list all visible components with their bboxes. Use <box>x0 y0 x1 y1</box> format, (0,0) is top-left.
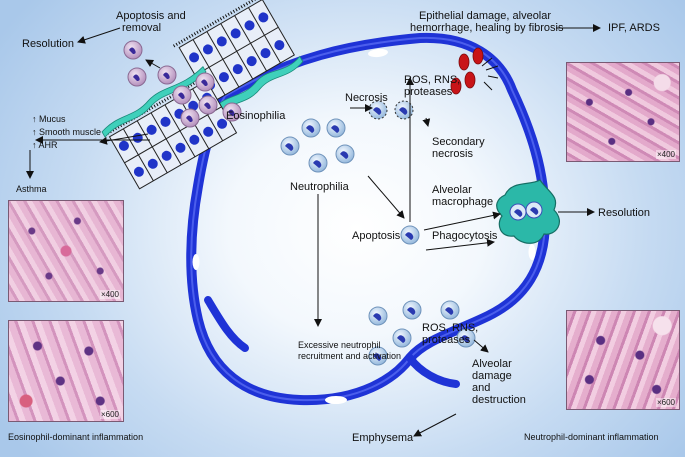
label-emphysema: Emphysema <box>352 432 414 444</box>
label-smooth-muscle: ↑ Smooth muscle <box>32 127 102 137</box>
label-eosinophilia: Eosinophilia <box>226 110 286 122</box>
wall-pore <box>192 254 200 270</box>
label-resolution-left: Resolution <box>22 38 74 50</box>
magnification-label: ×400 <box>99 290 120 299</box>
label-secondary-necrosis-2: necrosis <box>432 148 473 160</box>
wall-pore <box>528 244 536 260</box>
red-blood-cells <box>450 47 484 95</box>
label-apoptosis: Apoptosis <box>352 230 401 242</box>
label-apoptosis-removal-1: Apoptosis and <box>116 10 186 22</box>
wall-damage <box>481 57 499 91</box>
wall-pore <box>368 48 388 58</box>
label-alveolar-macrophage-2: macrophage <box>432 196 494 208</box>
label-epithelial-damage-1: Epithelial damage, alveolar <box>418 10 552 22</box>
micrograph-neutrophil-x400: ×400 <box>566 62 680 162</box>
magnification-label: ×600 <box>99 410 120 419</box>
magnification-label: ×600 <box>655 398 676 407</box>
label-apoptosis-removal-2: removal <box>122 22 162 34</box>
label-phagocytosis: Phagocytosis <box>432 230 498 242</box>
eosinophil-cells <box>123 40 242 128</box>
label-alveolar-damage-4: destruction <box>472 394 526 406</box>
label-excessive-2: recruitment and activation <box>298 351 402 361</box>
label-ahr: ↑ AHR <box>32 140 58 150</box>
label-alveolar-damage-3: and <box>472 382 491 394</box>
label-epithelial-damage-2: hemorrhage, healing by fibrosis <box>410 22 564 34</box>
label-alveolar-damage-2: damage <box>472 370 512 382</box>
label-ros-bottom-2: proteases <box>422 334 471 346</box>
label-asthma: Asthma <box>16 184 47 194</box>
label-ros-top-1: ROS, RNS, <box>404 74 461 86</box>
micrograph-eosinophil-x600: ×600 <box>8 320 124 422</box>
label-ros-top-2: proteases <box>404 86 453 98</box>
label-alveolar-macrophage-1: Alveolar <box>432 184 472 196</box>
label-necrosis: Necrosis <box>345 92 388 104</box>
micrograph-eosinophil-x400: ×400 <box>8 200 124 302</box>
label-secondary-necrosis-1: Secondary <box>432 136 485 148</box>
label-neutrophilia: Neutrophilia <box>290 181 349 193</box>
label-neutrophil-dominant: Neutrophil-dominant inflammation <box>524 432 659 442</box>
alveolar-wall-branch <box>204 296 249 352</box>
label-ros-bottom-1: ROS, RNS, <box>422 322 479 334</box>
label-alveolar-damage-1: Alveolar <box>472 358 512 370</box>
label-mucus: ↑ Mucus <box>32 114 66 124</box>
wall-pore <box>325 396 347 404</box>
magnification-label: ×400 <box>655 150 676 159</box>
micrograph-neutrophil-x600: ×600 <box>566 310 680 410</box>
macrophage-cell <box>496 179 560 244</box>
label-resolution-right: Resolution <box>598 207 650 219</box>
neutrophil-cells <box>280 118 476 366</box>
label-ipf-ards: IPF, ARDS <box>608 22 660 34</box>
label-eosinophil-dominant: Eosinophil-dominant inflammation <box>8 432 144 442</box>
label-excessive-1: Excessive neutrophil <box>298 340 381 350</box>
